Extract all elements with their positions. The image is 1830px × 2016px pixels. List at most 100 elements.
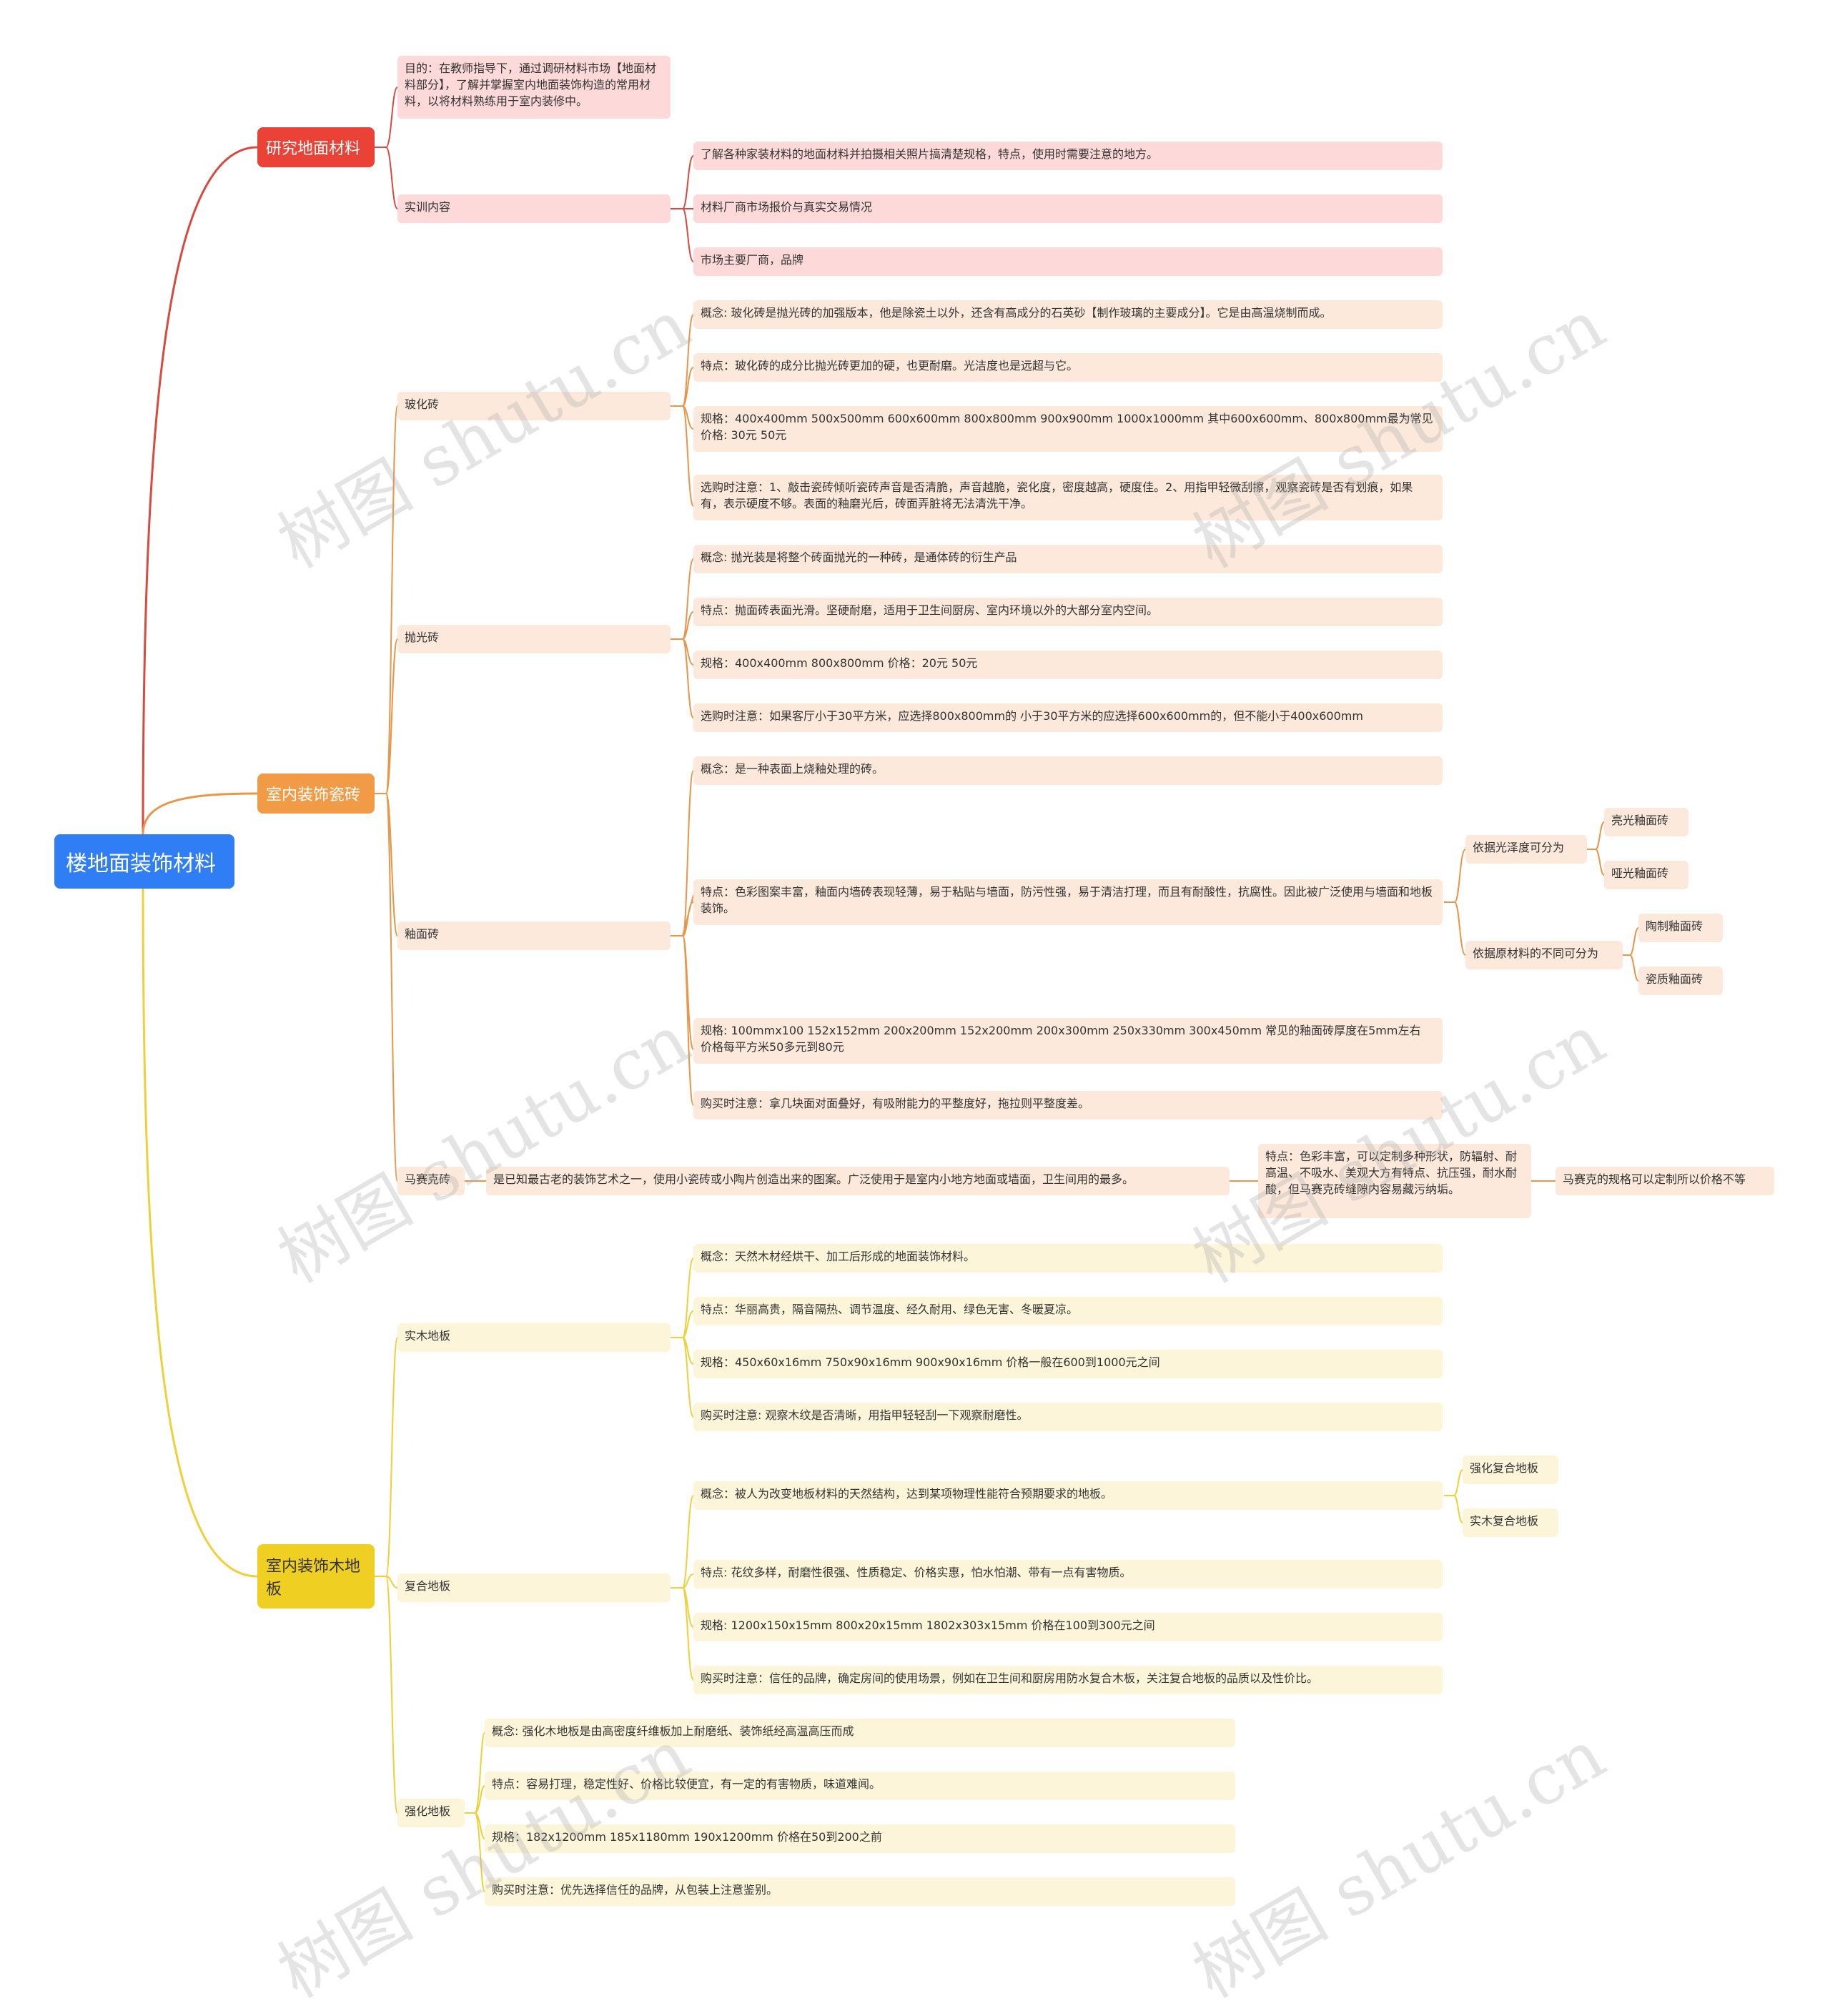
item-text: 概念: 抛光装是将整个砖面抛光的一种砖，是通体砖的衍生产品 bbox=[701, 550, 1017, 564]
material-type[interactable]: 陶制釉面砖 bbox=[1638, 914, 1723, 942]
item-text: 概念：是一种表面上烧釉处理的砖。 bbox=[701, 762, 884, 776]
item-text: 规格：450x60x16mm 750x90x16mm 900x90x16mm 价… bbox=[701, 1355, 1160, 1369]
vitrified-label: 玻化砖 bbox=[405, 397, 440, 411]
glazed-spec[interactable]: 规格: 100mmx100 152x152mm 200x200mm 152x20… bbox=[693, 1018, 1443, 1064]
item-text: 依据原材料的不同可分为 bbox=[1473, 947, 1599, 960]
polished-item[interactable]: 概念: 抛光装是将整个砖面抛光的一种砖，是通体砖的衍生产品 bbox=[693, 545, 1443, 573]
solid-wood-floor-node[interactable]: 实木地板 bbox=[397, 1323, 671, 1352]
item-text: 实木复合地板 bbox=[1470, 1514, 1539, 1528]
gloss-type[interactable]: 哑光釉面砖 bbox=[1604, 861, 1688, 889]
solid-label: 实木地板 bbox=[405, 1329, 451, 1343]
glazed-concept[interactable]: 概念：是一种表面上烧釉处理的砖。 bbox=[693, 756, 1443, 785]
branch-interior-wood-floor[interactable]: 室内装饰木地板 bbox=[257, 1544, 375, 1609]
vitrified-item[interactable]: 特点：玻化砖的成分比抛光砖更加的硬，也更耐磨。光洁度也是远超与它。 bbox=[693, 353, 1443, 382]
laminate-item[interactable]: 概念: 强化木地板是由高密度纤维板加上耐磨纸、装饰纸经高温高压而成 bbox=[485, 1719, 1235, 1747]
item-text: 概念：天然木材经烘干、加工后形成的地面装饰材料。 bbox=[701, 1250, 976, 1263]
item-text: 特点：玻化砖的成分比抛光砖更加的硬，也更耐磨。光洁度也是远超与它。 bbox=[701, 359, 1079, 372]
mosaic-feature[interactable]: 特点：色彩丰富，可以定制多种形状，防辐射、耐高温、不吸水、美观大方有特点、抗压强… bbox=[1258, 1144, 1531, 1218]
glazed-buy[interactable]: 购买时注意：拿几块面对面叠好，有吸附能力的平整度好，拖拉则平整度差。 bbox=[693, 1091, 1443, 1120]
item-text: 瓷质釉面砖 bbox=[1646, 972, 1703, 986]
item-text: 强化复合地板 bbox=[1470, 1461, 1539, 1475]
laminate-label: 强化地板 bbox=[405, 1804, 451, 1818]
laminate-floor-node[interactable]: 强化地板 bbox=[397, 1799, 465, 1827]
training-item[interactable]: 了解各种家装材料的地面材料并拍摄相关照片搞清楚规格，特点，使用时需要注意的地方。 bbox=[693, 142, 1443, 170]
solid-item[interactable]: 概念：天然木材经烘干、加工后形成的地面装饰材料。 bbox=[693, 1244, 1443, 1273]
mosaic-desc[interactable]: 是已知最古老的装饰艺术之一，使用小瓷砖或小陶片创造出来的图案。广泛使用于是室内小… bbox=[486, 1167, 1230, 1195]
goal-text: 目的：在教师指导下，通过调研材料市场【地面材料部分】，了解并掌握室内地面装饰构造… bbox=[405, 61, 657, 108]
branch-label: 室内装饰木地板 bbox=[266, 1558, 361, 1599]
item-text: 哑光釉面砖 bbox=[1611, 866, 1669, 880]
solid-item[interactable]: 规格：450x60x16mm 750x90x16mm 900x90x16mm 价… bbox=[693, 1350, 1443, 1378]
item-text: 特点：容易打理，稳定性好、价格比较便宜，有一定的有害物质，味道难闻。 bbox=[492, 1777, 881, 1791]
branch-label: 研究地面材料 bbox=[266, 140, 361, 158]
laminate-item[interactable]: 特点：容易打理，稳定性好、价格比较便宜，有一定的有害物质，味道难闻。 bbox=[485, 1772, 1235, 1800]
composite-concept[interactable]: 概念：被人为改变地板材料的天然结构，达到某项物理性能符合预期要求的地板。 bbox=[693, 1481, 1443, 1510]
laminate-item[interactable]: 购买时注意：优先选择信任的品牌，从包装上注意鉴别。 bbox=[485, 1877, 1235, 1906]
polished-item[interactable]: 规格：400x400mm 800x800mm 价格：20元 50元 bbox=[693, 651, 1443, 679]
item-text: 概念: 玻化砖是抛光砖的加强版本，他是除瓷土以外，还含有高成分的石英砂【制作玻璃… bbox=[701, 306, 1332, 320]
item-text: 特点：抛面砖表面光滑。坚硬耐磨，适用于卫生间厨房、室内环境以外的大部分室内空间。 bbox=[701, 603, 1159, 617]
root-label: 楼地面装饰材料 bbox=[66, 851, 216, 876]
composite-item[interactable]: 规格: 1200x150x15mm 800x20x15mm 1802x303x1… bbox=[693, 1613, 1443, 1641]
branch-label: 室内装饰瓷砖 bbox=[266, 786, 361, 804]
goal-node[interactable]: 目的：在教师指导下，通过调研材料市场【地面材料部分】，了解并掌握室内地面装饰构造… bbox=[397, 56, 671, 119]
item-text: 购买时注意：拿几块面对面叠好，有吸附能力的平整度好，拖拉则平整度差。 bbox=[701, 1097, 1090, 1110]
material-type[interactable]: 瓷质釉面砖 bbox=[1638, 967, 1723, 995]
item-text: 选购时注意：1、敲击瓷砖倾听瓷砖声音是否清脆，声音越脆，瓷化度，密度越高，硬度佳… bbox=[701, 480, 1413, 510]
solid-item[interactable]: 特点：华丽高贵，隔音隔热、调节温度、经久耐用、绿色无害、冬暖夏凉。 bbox=[693, 1297, 1443, 1325]
item-text: 购买时注意：优先选择信任的品牌，从包装上注意鉴别。 bbox=[492, 1883, 778, 1897]
vitrified-tile-node[interactable]: 玻化砖 bbox=[397, 392, 671, 420]
branch-interior-tiles[interactable]: 室内装饰瓷砖 bbox=[257, 774, 375, 814]
solid-item[interactable]: 购买时注意: 观察木纹是否清晰，用指甲轻轻刮一下观察耐磨性。 bbox=[693, 1403, 1443, 1431]
item-text: 特点：色彩丰富，可以定制多种形状，防辐射、耐高温、不吸水、美观大方有特点、抗压强… bbox=[1265, 1150, 1518, 1196]
polished-label: 抛光砖 bbox=[405, 631, 440, 644]
polished-item[interactable]: 选购时注意：如果客厅小于30平方米，应选择800x800mm的 小于30平方米的… bbox=[693, 703, 1443, 732]
item-text: 概念: 强化木地板是由高密度纤维板加上耐磨纸、装饰纸经高温高压而成 bbox=[492, 1724, 854, 1738]
item-text: 依据光泽度可分为 bbox=[1473, 841, 1565, 854]
item-text: 规格：400x400mm 800x800mm 价格：20元 50元 bbox=[701, 656, 978, 670]
vitrified-item[interactable]: 概念: 玻化砖是抛光砖的加强版本，他是除瓷土以外，还含有高成分的石英砂【制作玻璃… bbox=[693, 300, 1443, 329]
composite-label: 复合地板 bbox=[405, 1579, 451, 1593]
item-text: 是已知最古老的装饰艺术之一，使用小瓷砖或小陶片创造出来的图案。广泛使用于是室内小… bbox=[493, 1172, 1134, 1186]
training-item[interactable]: 市场主要厂商，品牌 bbox=[693, 247, 1443, 276]
mosaic-tile-node[interactable]: 马赛克砖 bbox=[397, 1167, 465, 1195]
item-text: 规格: 100mmx100 152x152mm 200x200mm 152x20… bbox=[701, 1024, 1421, 1054]
polished-item[interactable]: 特点：抛面砖表面光滑。坚硬耐磨，适用于卫生间厨房、室内环境以外的大部分室内空间。 bbox=[693, 598, 1443, 626]
item-text: 马赛克的规格可以定制所以价格不等 bbox=[1563, 1172, 1746, 1186]
connector-lines bbox=[142, 87, 1639, 1892]
item-text: 规格: 1200x150x15mm 800x20x15mm 1802x303x1… bbox=[701, 1619, 1155, 1632]
branch-research-floor-materials[interactable]: 研究地面材料 bbox=[257, 127, 375, 167]
polished-tile-node[interactable]: 抛光砖 bbox=[397, 625, 671, 653]
item-text: 规格：400x400mm 500x500mm 600x600mm 800x800… bbox=[701, 412, 1433, 442]
gloss-type[interactable]: 亮光釉面砖 bbox=[1604, 808, 1688, 836]
item-text: 规格：182x1200mm 185x1180mm 190x1200mm 价格在5… bbox=[492, 1830, 882, 1844]
composite-type[interactable]: 强化复合地板 bbox=[1463, 1456, 1558, 1484]
training-item-text: 材料厂商市场报价与真实交易情况 bbox=[701, 200, 873, 214]
item-text: 选购时注意：如果客厅小于30平方米，应选择800x800mm的 小于30平方米的… bbox=[701, 709, 1363, 723]
vitrified-item[interactable]: 规格：400x400mm 500x500mm 600x600mm 800x800… bbox=[693, 406, 1443, 452]
composite-type[interactable]: 实木复合地板 bbox=[1463, 1508, 1558, 1537]
composite-item[interactable]: 购买时注意：信任的品牌，确定房间的使用场景，例如在卫生间和厨房用防水复合木板，关… bbox=[693, 1666, 1443, 1694]
mosaic-spec[interactable]: 马赛克的规格可以定制所以价格不等 bbox=[1556, 1167, 1774, 1195]
vitrified-item[interactable]: 选购时注意：1、敲击瓷砖倾听瓷砖声音是否清脆，声音越脆，瓷化度，密度越高，硬度佳… bbox=[693, 475, 1443, 520]
item-text: 特点: 花纹多样，耐磨性很强、性质稳定、价格实惠，怕水怕潮、带有一点有害物质。 bbox=[701, 1566, 1132, 1579]
item-text: 特点：色彩图案丰富，釉面内墙砖表现轻薄，易于粘贴与墙面，防污性强，易于清洁打理，… bbox=[701, 885, 1433, 915]
glazed-feature[interactable]: 特点：色彩图案丰富，釉面内墙砖表现轻薄，易于粘贴与墙面，防污性强，易于清洁打理，… bbox=[693, 879, 1443, 925]
glazed-tile-node[interactable]: 釉面砖 bbox=[397, 921, 671, 950]
composite-item[interactable]: 特点: 花纹多样，耐磨性很强、性质稳定、价格实惠，怕水怕潮、带有一点有害物质。 bbox=[693, 1560, 1443, 1588]
training-label: 实训内容 bbox=[405, 200, 451, 214]
training-item[interactable]: 材料厂商市场报价与真实交易情况 bbox=[693, 194, 1443, 223]
item-text: 概念：被人为改变地板材料的天然结构，达到某项物理性能符合预期要求的地板。 bbox=[701, 1487, 1113, 1501]
mosaic-label: 马赛克砖 bbox=[405, 1172, 451, 1186]
composite-floor-node[interactable]: 复合地板 bbox=[397, 1573, 671, 1602]
item-text: 亮光釉面砖 bbox=[1611, 814, 1669, 827]
laminate-item[interactable]: 规格：182x1200mm 185x1180mm 190x1200mm 价格在5… bbox=[485, 1824, 1235, 1853]
item-text: 特点：华丽高贵，隔音隔热、调节温度、经久耐用、绿色无害、冬暖夏凉。 bbox=[701, 1303, 1079, 1316]
training-content-node[interactable]: 实训内容 bbox=[397, 194, 671, 223]
root-node[interactable]: 楼地面装饰材料 bbox=[54, 834, 234, 889]
glazed-label: 釉面砖 bbox=[405, 927, 440, 941]
material-classification[interactable]: 依据原材料的不同可分为 bbox=[1465, 941, 1623, 969]
gloss-classification[interactable]: 依据光泽度可分为 bbox=[1465, 835, 1587, 864]
training-item-text: 了解各种家装材料的地面材料并拍摄相关照片搞清楚规格，特点，使用时需要注意的地方。 bbox=[701, 147, 1159, 161]
item-text: 陶制釉面砖 bbox=[1646, 919, 1703, 933]
